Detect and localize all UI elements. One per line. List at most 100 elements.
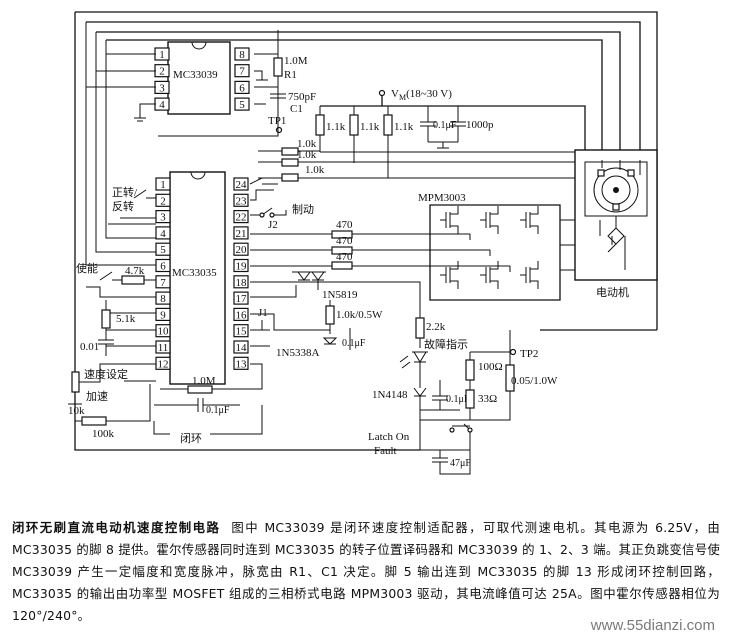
zener-1n5338a: 1N5338A: [276, 347, 319, 359]
mc33035-left-pin-number: 9: [160, 309, 166, 321]
mc33039-right-pin-number: 7: [239, 66, 245, 78]
mc33035-left-pin-box: [155, 210, 171, 224]
mc33035-right-pin-number: 19: [236, 261, 248, 273]
gate-res-2-value: 470: [336, 235, 353, 247]
mc33035-left-pin-number: 10: [158, 326, 170, 338]
gate-res: 470 470 470: [250, 219, 510, 270]
mc33035-right-pin-box: [233, 340, 249, 354]
r-10k-05w-value: 1.0k/0.5W: [336, 309, 383, 321]
mc33035-left-pin-number: 11: [158, 342, 169, 354]
dir-label-1: 正转/: [112, 185, 138, 199]
j1-label: J1: [258, 307, 268, 319]
mc33035-left-pin-box: [155, 324, 171, 338]
gate-res-1-value: 470: [336, 219, 353, 231]
r-51k-value: 5.1k: [116, 313, 136, 325]
mc33035-left-pin-number: 2: [160, 195, 166, 207]
mc33035-right-pin-number: 24: [236, 179, 248, 191]
cap-supply-big: 1000p: [466, 119, 494, 131]
mc33035-right-pin-number: 15: [236, 326, 248, 338]
r-100k-value: 100k: [92, 428, 115, 440]
mc33035-right-pin-box: [233, 324, 249, 338]
mosfet-symbol: [480, 206, 499, 234]
mc33035-right-pin-number: 13: [236, 358, 248, 370]
pot-10k-value: 10k: [68, 405, 85, 417]
mc33039-right-pin-box: [234, 97, 250, 111]
latch-label-2: Fault: [374, 445, 397, 457]
r1-value: 1.0M: [284, 55, 308, 67]
mc33035-right-pin-number: 14: [236, 342, 248, 354]
mosfet-symbol: [440, 206, 459, 234]
mc33035-right-pin-box: [233, 242, 249, 256]
caption-body: 图中 MC33039 是闭环速度控制适配器，可取代测速电机。其电源为 6.25V…: [12, 520, 721, 623]
hall-res-3-value: 1.0k: [305, 164, 325, 176]
mc33039-right-pin-number: 8: [239, 49, 245, 61]
mpm3003-label: MPM3003: [418, 192, 466, 204]
hall-res-1-value: 1.0k: [297, 138, 317, 150]
mc33039-right-pin-box: [234, 64, 250, 78]
pullup-2-value: 1.1k: [360, 121, 380, 133]
mc33035-left-pin-box: [155, 226, 171, 240]
mc33035-left-pin-number: 3: [160, 212, 166, 224]
mc33035-right-pin-number: 17: [236, 293, 248, 305]
speed-set-label: 速度设定: [84, 367, 128, 381]
mc33035-right-pin-box: [233, 275, 249, 289]
mc33035-left-pin-box: [155, 242, 171, 256]
mc33035-right-pin-number: 18: [236, 277, 248, 289]
mc33035-right-pin-box: [233, 258, 249, 273]
accel-label: 加速: [86, 390, 108, 403]
mc33035-right-pin-number: 22: [236, 212, 247, 224]
mc33035-left-pin-box: [155, 193, 171, 207]
watermark: www.55dianzi.com: [590, 617, 715, 634]
mc33035-left-pin-box: [155, 307, 171, 321]
mc33035-left-pin-box: [155, 291, 171, 305]
mc33035-right-pin-box: [233, 226, 249, 240]
mc33035-left-pin-number: 12: [158, 358, 169, 370]
caption-title: 闭环无刷直流电动机速度控制电路: [12, 520, 221, 535]
tp2-label: TP2: [520, 348, 538, 360]
mosfet-symbol: [520, 261, 539, 289]
mc33035-right-pin-number: 23: [236, 195, 248, 207]
enable-label: 使能: [76, 261, 98, 275]
tp1-label: TP1: [268, 115, 286, 127]
j2-label: J2: [268, 219, 278, 231]
mc33035-right-pin-number: 20: [236, 244, 248, 256]
c-01uf-c-value: 0.1μF: [446, 394, 470, 405]
mc33035-left-pin-box: [155, 340, 171, 354]
mc33035-left-pin-box: [155, 177, 171, 191]
c-01uf-value: 0.1μF: [342, 338, 366, 349]
mc33035-right-pin-box: [233, 291, 249, 305]
brake-label: 制动: [292, 203, 314, 216]
c1-ref: C1: [290, 103, 303, 115]
hall-pullups: 1.1k 1.1k 1.1k: [315, 106, 414, 178]
mc33039-left-pin-number: 1: [159, 49, 165, 61]
mc33039-right-pin-number: 5: [239, 99, 245, 111]
supply-label: VM(18~30 V): [391, 88, 452, 102]
mc33035-left-pin-number: 5: [160, 244, 166, 256]
mc33035-right-pin-box: [233, 193, 249, 207]
mc33039-left-pin-number: 2: [159, 66, 165, 78]
mosfet-symbol: [440, 261, 459, 289]
mc33039-right-pin-box: [234, 47, 250, 61]
mc33035-right-pin-box: [233, 210, 249, 224]
r-22k-value: 2.2k: [426, 321, 446, 333]
mosfet-symbol: [520, 206, 539, 234]
c-001-value: 0.01: [80, 341, 99, 353]
r-33-value: 33Ω: [478, 393, 497, 405]
ic-mc33035-name: MC33035: [172, 267, 217, 279]
mc33035-right-pin-box: [233, 307, 249, 321]
c-47uf-value: 47μF: [450, 458, 471, 469]
diode-1n5819: 1N5819: [322, 289, 358, 301]
r-sense-value: 0.05/1.0W: [511, 375, 558, 387]
r-10m-value: 1.0M: [192, 375, 216, 387]
mosfet-symbol: [480, 261, 499, 289]
figure-caption: 闭环无刷直流电动机速度控制电路 图中 MC33039 是闭环速度控制适配器，可取…: [12, 517, 720, 627]
c-01uf-b-value: 0.1μF: [206, 405, 230, 416]
mc33035-right-pin-number: 21: [236, 228, 247, 240]
mc33035-right-pin-box: [233, 356, 249, 370]
closed-loop-label: 闭环: [180, 432, 202, 445]
mc33035-right-pin-box: [233, 177, 249, 191]
mc33039-right-pin-number: 6: [239, 82, 245, 94]
mc33039-left-pin-number: 4: [159, 99, 165, 111]
